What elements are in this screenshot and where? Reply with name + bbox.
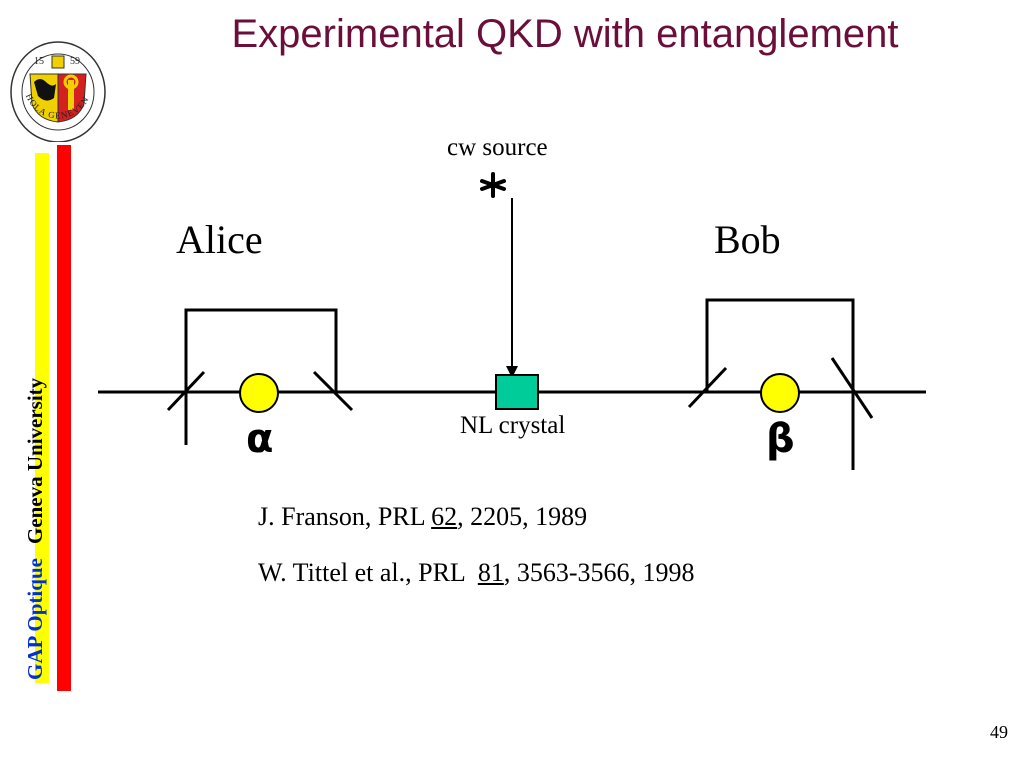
cw-source-label: cw source [447, 134, 548, 161]
sidebar-red-bar [57, 145, 71, 691]
bob-phase-symbol: β [766, 416, 795, 462]
reference-tittel: W. Tittel et al., PRL 81, 3563-3566, 199… [258, 558, 695, 587]
nl-crystal-label: NL crystal [460, 412, 566, 439]
alice-phase-shifter [239, 373, 279, 413]
seal-year-right: 59 [70, 56, 80, 67]
bob-interferometer [687, 298, 874, 470]
alice-interferometer [166, 308, 354, 445]
source-arrow-head [506, 366, 518, 378]
bob-label: Bob [714, 217, 781, 262]
seal-year-left: 15 [34, 56, 44, 67]
alice-label: Alice [176, 217, 263, 262]
cw-source-star-icon [480, 172, 506, 198]
slide-title: Experimental QKD with entanglement [231, 12, 899, 56]
bob-phase-shifter [760, 373, 800, 413]
alice-phase-symbol: α [246, 416, 274, 462]
sidebar-yellow-bar [35, 153, 49, 683]
nl-crystal [495, 374, 539, 410]
reference-franson: J. Franson, PRL 62, 2205, 1989 [258, 502, 588, 531]
university-seal-icon: 15 59 SCHOLA GENEVENSIS [8, 34, 106, 142]
page-number: 49 [990, 722, 1008, 742]
